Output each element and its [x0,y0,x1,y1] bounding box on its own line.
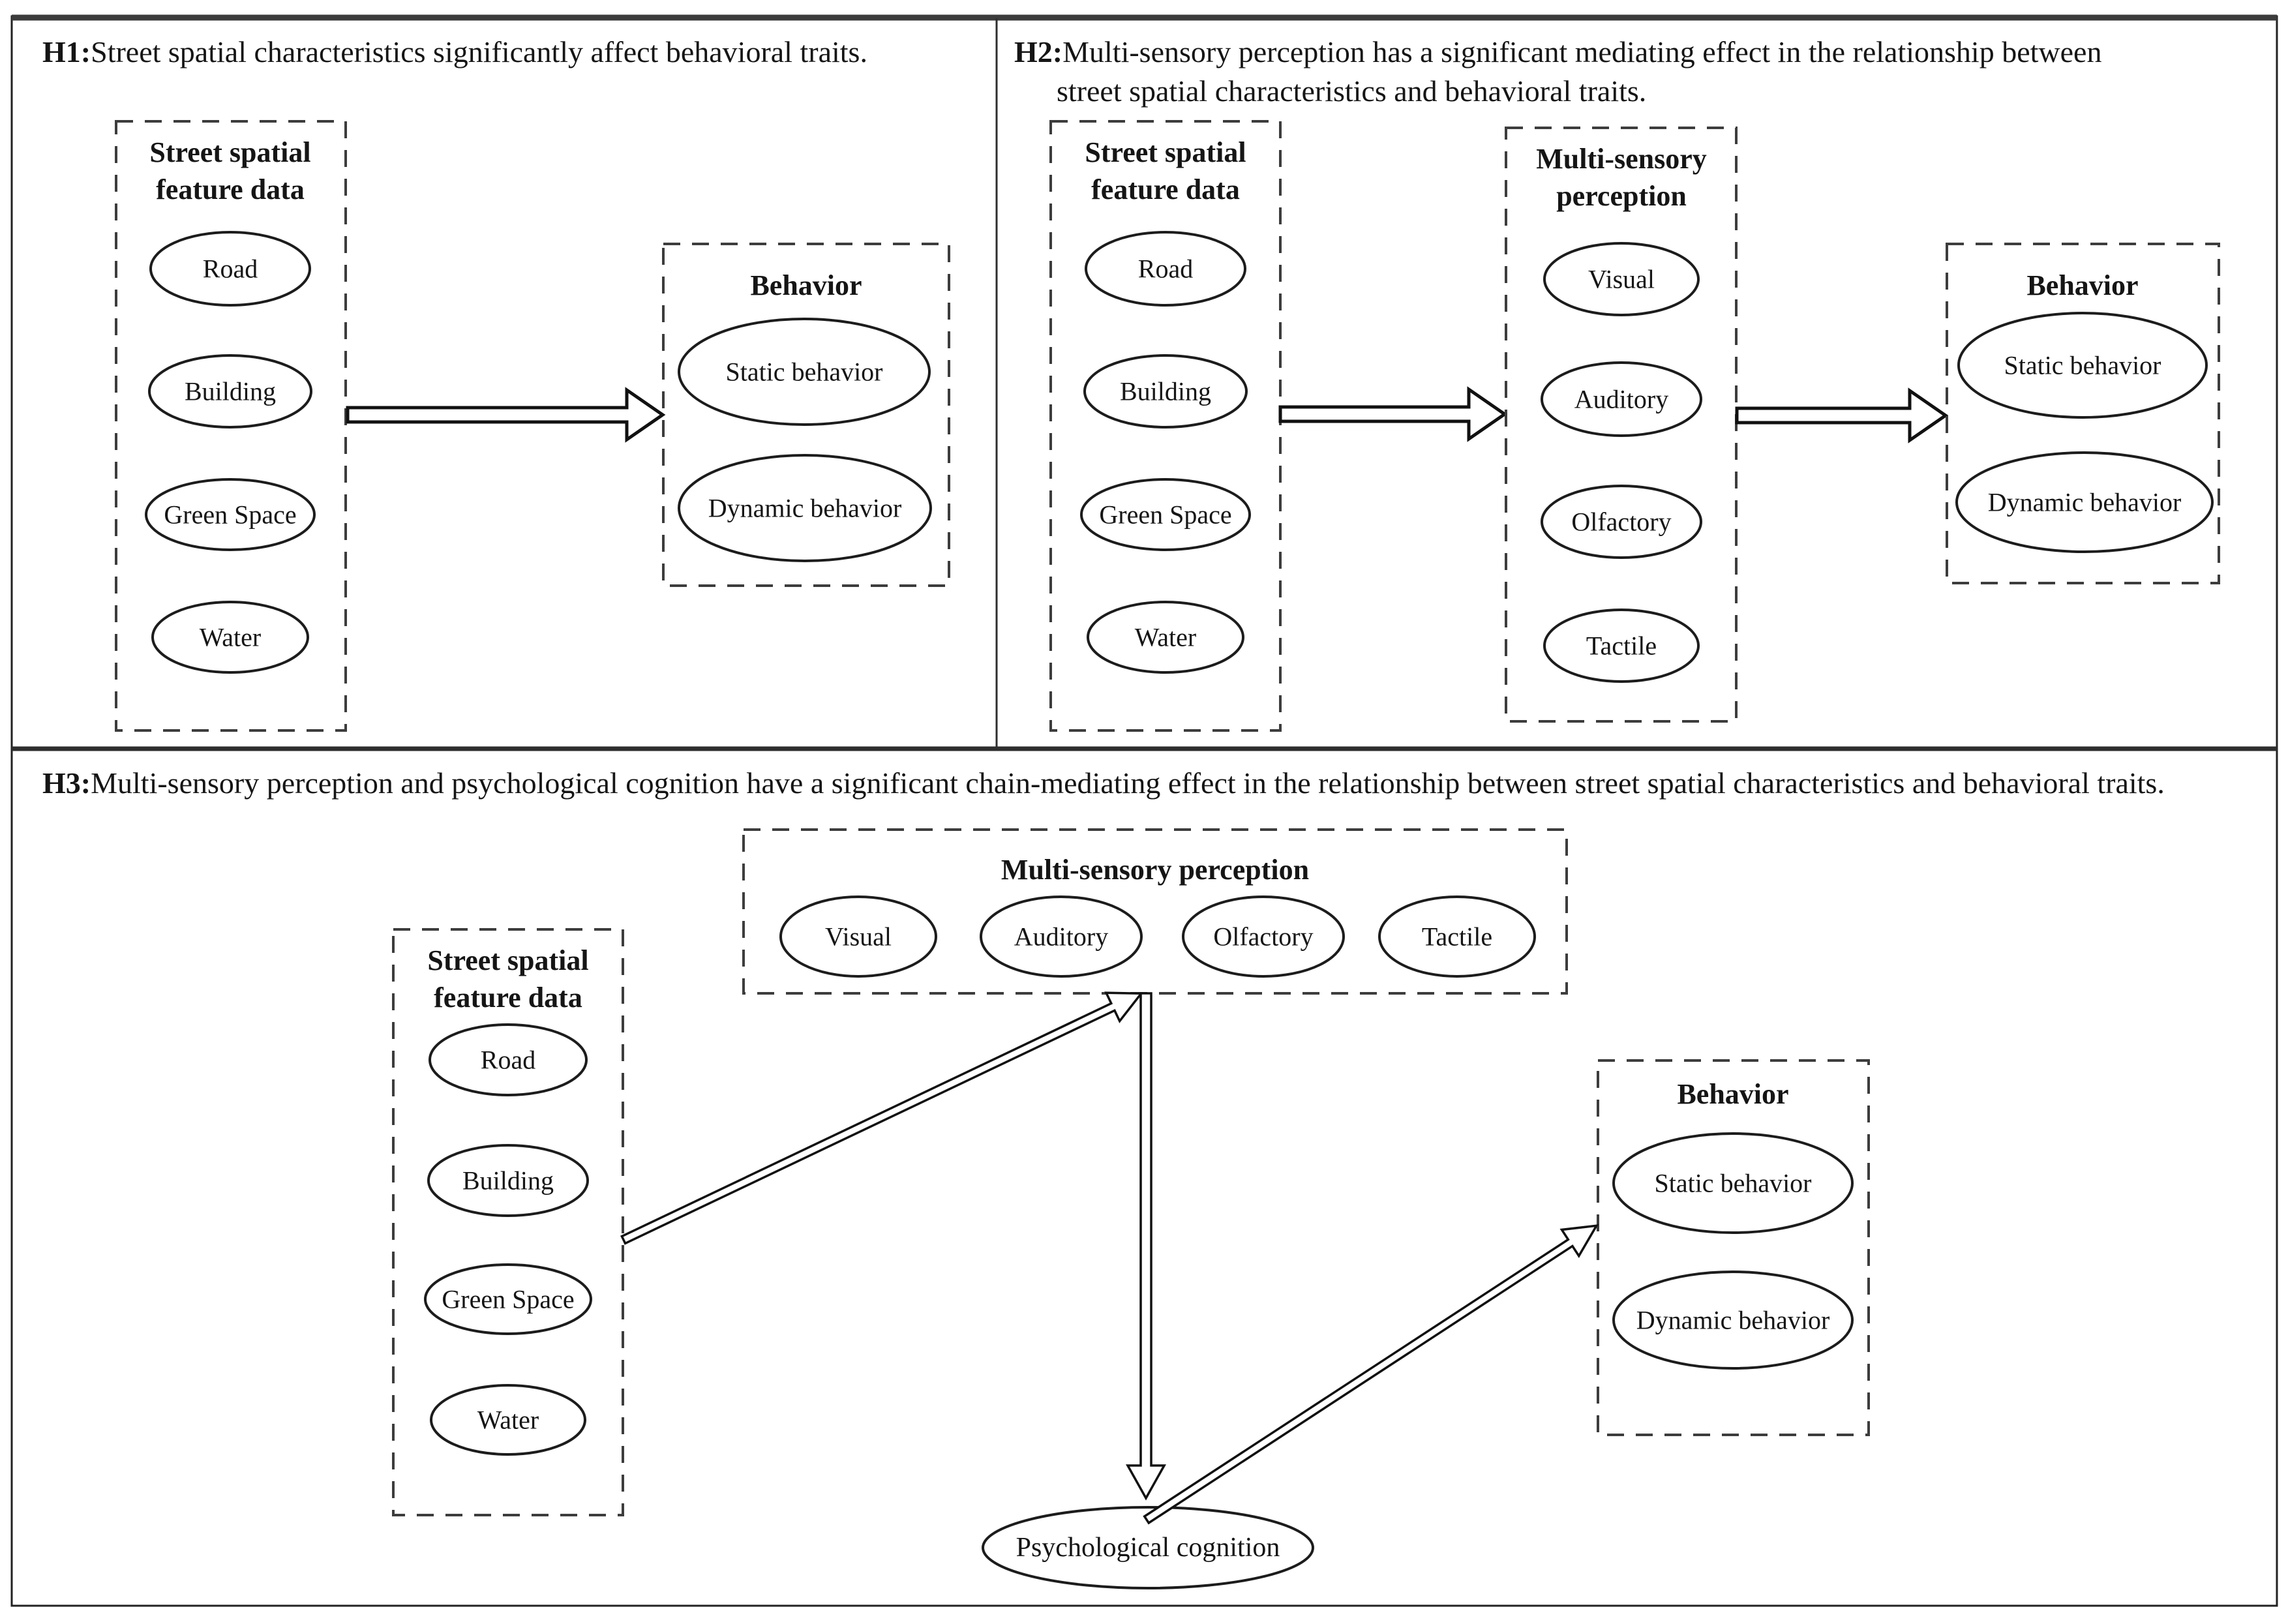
h3-street-box-title-line1: Street spatial [427,944,588,976]
h2-perception-box-border [1505,127,1738,723]
h1-water-label: Water [200,623,262,652]
h3-water-label: Water [477,1406,539,1435]
h1-green-space-ellipse [145,478,316,551]
h1-static-behavior-ellipse [678,318,931,426]
h2-static-behavior-label: Static behavior [2004,351,2161,380]
h3-tactile-ellipse [1378,895,1536,978]
h1-building-label: Building [185,377,276,406]
h2-olfactory-label: Olfactory [1571,507,1671,537]
h3-road-ellipse [429,1023,588,1096]
h3-behavior-box: Behavior Static behavior Dynamic behavio… [1597,1059,1870,1436]
h3-street-box-title-line2: feature data [434,982,582,1014]
h3-cognition-to-behavior-arrow [1143,1224,1599,1525]
h3-cognition-label: Psychological cognition [1016,1533,1280,1563]
h3-street-box: Street spatial feature data Road Buildin… [392,928,624,1516]
h2-water-ellipse [1087,601,1244,674]
h3-dynamic-behavior-label: Dynamic behavior [1636,1306,1830,1335]
h3-green-space-ellipse [424,1263,592,1335]
h1-dynamic-behavior-label: Dynamic behavior [708,494,902,523]
h1-road-ellipse [149,231,311,307]
h2-label: H2: [1014,35,1062,68]
h2-street-box-border [1049,120,1282,732]
h3-road-label: Road [481,1045,535,1075]
h2-behavior-box-border [1946,243,2220,584]
h2-perception-box: Multi-sensory perception Visual Auditory… [1505,127,1738,723]
h3-perception-box-border [742,828,1568,995]
h2-dynamic-behavior-ellipse [1955,451,2214,553]
h3-behavior-box-border [1597,1059,1870,1436]
h1-water-ellipse [151,601,309,674]
h2-street-box: Street spatial feature data Road Buildin… [1049,120,1282,732]
h2-building-ellipse [1083,354,1248,429]
h3-building-label: Building [462,1166,554,1195]
h3-tactile-label: Tactile [1422,922,1492,952]
h1-road-label: Road [203,254,258,284]
h2-perception-box-title-line1: Multi-sensory [1536,143,1707,175]
h2-behavior-box: Behavior Static behavior Dynamic behavio… [1946,243,2220,584]
h3-auditory-label: Auditory [1014,922,1108,952]
h3-perception-box-title: Multi-sensory perception [1001,854,1309,886]
h1-dynamic-behavior-ellipse [678,454,932,562]
h3-static-behavior-ellipse [1612,1132,1854,1234]
h2-perception-box-title-line2: perception [1556,180,1687,212]
h2-building-label: Building [1120,377,1211,406]
h1-green-space-label: Green Space [164,500,296,530]
h1-static-behavior-label: Static behavior [725,357,882,387]
h2-tactile-ellipse [1543,609,1700,683]
h2-auditory-label: Auditory [1574,385,1668,414]
h3-static-behavior-label: Static behavior [1654,1169,1811,1198]
h3-olfactory-ellipse [1182,895,1345,978]
h2-olfactory-ellipse [1541,485,1702,559]
h1-effect-arrow [346,387,666,443]
h1-street-box: Street spatial feature data Road Buildin… [115,120,347,732]
h2-dynamic-behavior-label: Dynamic behavior [1988,488,2182,517]
h2-water-label: Water [1135,623,1197,652]
h2-road-ellipse [1085,231,1246,307]
h3-street-box-border [392,928,624,1516]
h3-label: H3: [42,766,91,800]
h3-cognition-ellipse [982,1506,1314,1589]
h3-street-to-perception-arrow [620,991,1144,1245]
h2-visual-label: Visual [1588,265,1655,294]
h2-green-space-ellipse [1080,478,1251,551]
h2-street-box-title-line1: Street spatial [1085,136,1246,168]
h1-behavior-box-title: Behavior [750,269,862,301]
h1-street-box-title-line2: feature data [156,173,305,205]
h3-perception-to-cognition-arrow [1126,992,1166,1501]
h1-street-box-title-line1: Street spatial [149,136,310,168]
h3-dynamic-behavior-ellipse [1612,1271,1854,1370]
h3-olfactory-label: Olfactory [1213,922,1313,952]
h2-tactile-label: Tactile [1586,631,1657,661]
h3-visual-label: Visual [825,922,892,952]
h2-road-label: Road [1138,254,1193,284]
h1-behavior-box: Behavior Static behavior Dynamic behavio… [662,243,950,587]
h1-building-ellipse [148,354,312,429]
h2-static-behavior-ellipse [1957,312,2208,419]
h1-label: H1: [42,35,91,68]
h2-statement-line1: H2:Multi-sensory perception has a signif… [1014,35,2101,68]
h2-mediating-arrow-2 [1735,387,1949,444]
h2-statement-line2: street spatial characteristics and behav… [1057,74,1646,108]
h3-behavior-box-title: Behavior [1677,1078,1788,1110]
h2-visual-ellipse [1543,242,1700,316]
h3-building-ellipse [427,1144,589,1217]
h3-green-space-label: Green Space [442,1285,574,1314]
h2-behavior-box-title: Behavior [2026,269,2138,301]
h2-street-box-title-line2: feature data [1091,173,1240,205]
h3-perception-box: Multi-sensory perception Visual Auditory… [742,828,1568,995]
h2-green-space-label: Green Space [1099,500,1231,530]
h1-street-box-border [115,120,347,732]
h3-water-ellipse [430,1384,586,1456]
h2-mediating-arrow-1 [1278,386,1508,442]
h1-statement: H1:Street spatial characteristics signif… [42,35,867,68]
h3-visual-ellipse [779,895,937,978]
h3-statement: H3:Multi-sensory perception and psycholo… [42,766,2165,800]
h2-auditory-ellipse [1541,361,1702,437]
h3-auditory-ellipse [980,895,1143,978]
h3-cognition-node: Psychological cognition [982,1506,1314,1589]
